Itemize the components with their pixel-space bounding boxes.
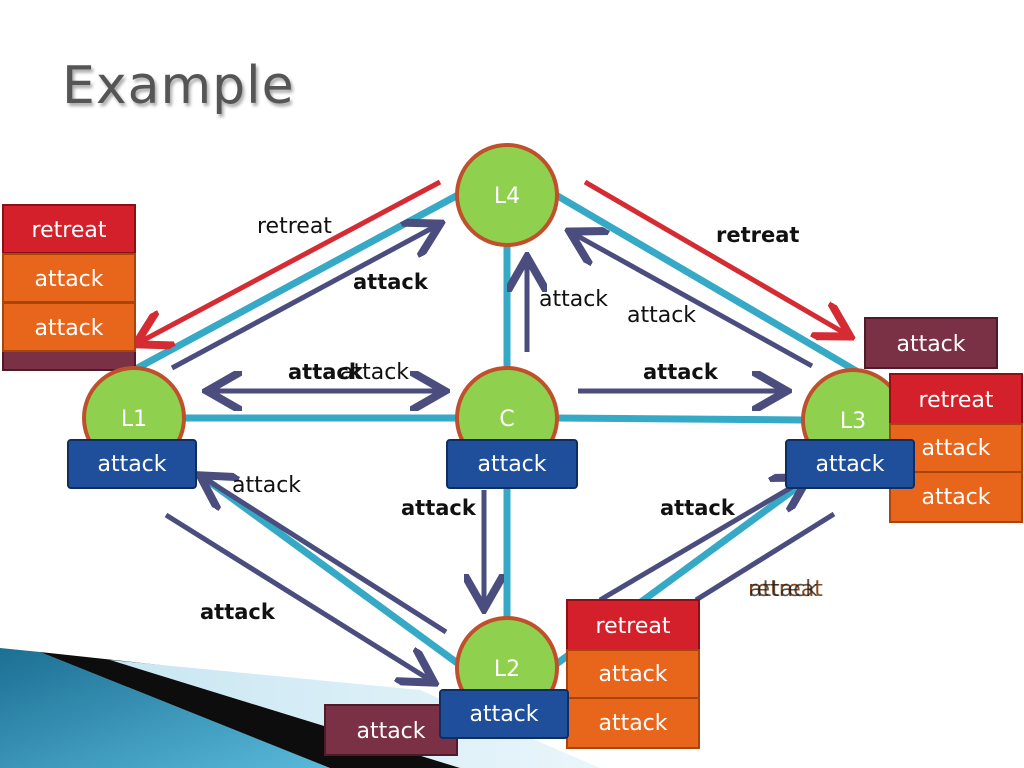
link-l1-l2 <box>197 472 463 668</box>
node-l2-label: L2 <box>494 657 520 682</box>
label-attack-l1-c-b: attack <box>340 360 409 385</box>
l2-stack-attack-text-2: attack <box>598 711 667 736</box>
arrow-attack-l3-l2 <box>694 511 836 603</box>
l1-stack-attack-text-1: attack <box>34 267 103 292</box>
l1-stack-retreat-text: retreat <box>32 218 107 243</box>
l2-below-box <box>439 689 569 739</box>
l3-stack-attack-text-2: attack <box>921 485 990 510</box>
arrows <box>140 179 846 680</box>
l3-below-box <box>785 439 915 489</box>
l3-stack-attack-box-2 <box>889 471 1023 523</box>
label-attack-l1-c-a: attack <box>288 360 364 384</box>
node-l4 <box>455 143 559 247</box>
label-attack-l1-l4: attack <box>353 270 429 294</box>
edge-labels: retreat attack retreat attack attack att… <box>200 214 823 624</box>
arrow-attack-l2-l1 <box>204 478 448 635</box>
label-attack-l3-l2: attack <box>660 496 736 520</box>
arrow-attack-l1-l2 <box>164 512 430 680</box>
label-overlap-retreat: retreat <box>748 577 823 602</box>
l1-stack: retreat attack attack <box>2 204 136 371</box>
label-attack-l1-l2: attack <box>200 600 276 624</box>
arrow-retreat-l4-l1 <box>140 179 442 342</box>
l2-stack-attack-box-2 <box>566 697 700 749</box>
link-c-l3 <box>555 414 804 424</box>
node-l4-label: L4 <box>494 184 520 209</box>
node-attack-boxes: attack attack attack attack <box>67 439 915 739</box>
l2-left-box: attack <box>324 704 458 756</box>
l3-stack-attack-text-1: attack <box>921 436 990 461</box>
label-retreat-l4-l3: retreat <box>716 223 799 247</box>
l3-above-box: attack <box>864 317 998 369</box>
l3-stack: retreat attack attack <box>889 373 1023 523</box>
arrow-attack-l1-l4 <box>170 226 436 371</box>
c-below-text: attack <box>477 452 546 477</box>
l2-stack-retreat-box <box>566 599 700 651</box>
l2-stack: retreat attack attack <box>566 599 700 749</box>
l3-stack-retreat-text: retreat <box>919 388 994 413</box>
node-c-label: C <box>499 407 514 432</box>
node-l1-label: L1 <box>121 407 147 432</box>
l1-stack-retreat-box <box>2 204 136 254</box>
l1-stack-attack-box-2 <box>2 302 136 352</box>
label-overlap-attack: attack <box>749 577 818 602</box>
l3-below-text: attack <box>815 452 884 477</box>
l2-stack-retreat-text: retreat <box>596 614 671 639</box>
link-l4-l3 <box>554 191 860 376</box>
arrow-attack-l2-l3 <box>598 480 804 603</box>
l2-left-text: attack <box>356 719 425 744</box>
label-retreat-l4-l1: retreat <box>257 214 332 239</box>
l1-below-text: attack <box>97 452 166 477</box>
l1-below-box <box>67 439 197 489</box>
slide-title: Example <box>62 56 295 116</box>
label-attack-c-l3: attack <box>643 360 719 384</box>
node-l3-label: L3 <box>840 409 866 434</box>
arrow-retreat-l4-l3 <box>583 179 846 334</box>
arrow-attack-l3-l4 <box>574 234 814 369</box>
l1-stack-attack-text-2: attack <box>34 316 103 341</box>
l3-stack-retreat-box <box>889 373 1023 425</box>
c-below-box <box>446 439 578 489</box>
label-attack-c-l2: attack <box>401 496 477 520</box>
l2-stack-attack-text-1: attack <box>598 662 667 687</box>
l2-below-text: attack <box>469 702 538 727</box>
label-attack-l2-l1: attack <box>232 473 301 498</box>
l3-above-text: attack <box>896 332 965 357</box>
label-attack-c-l4: attack <box>539 287 608 312</box>
label-attack-l3-l4: attack <box>627 303 696 328</box>
l1-stack-attack-box-1 <box>2 253 136 303</box>
